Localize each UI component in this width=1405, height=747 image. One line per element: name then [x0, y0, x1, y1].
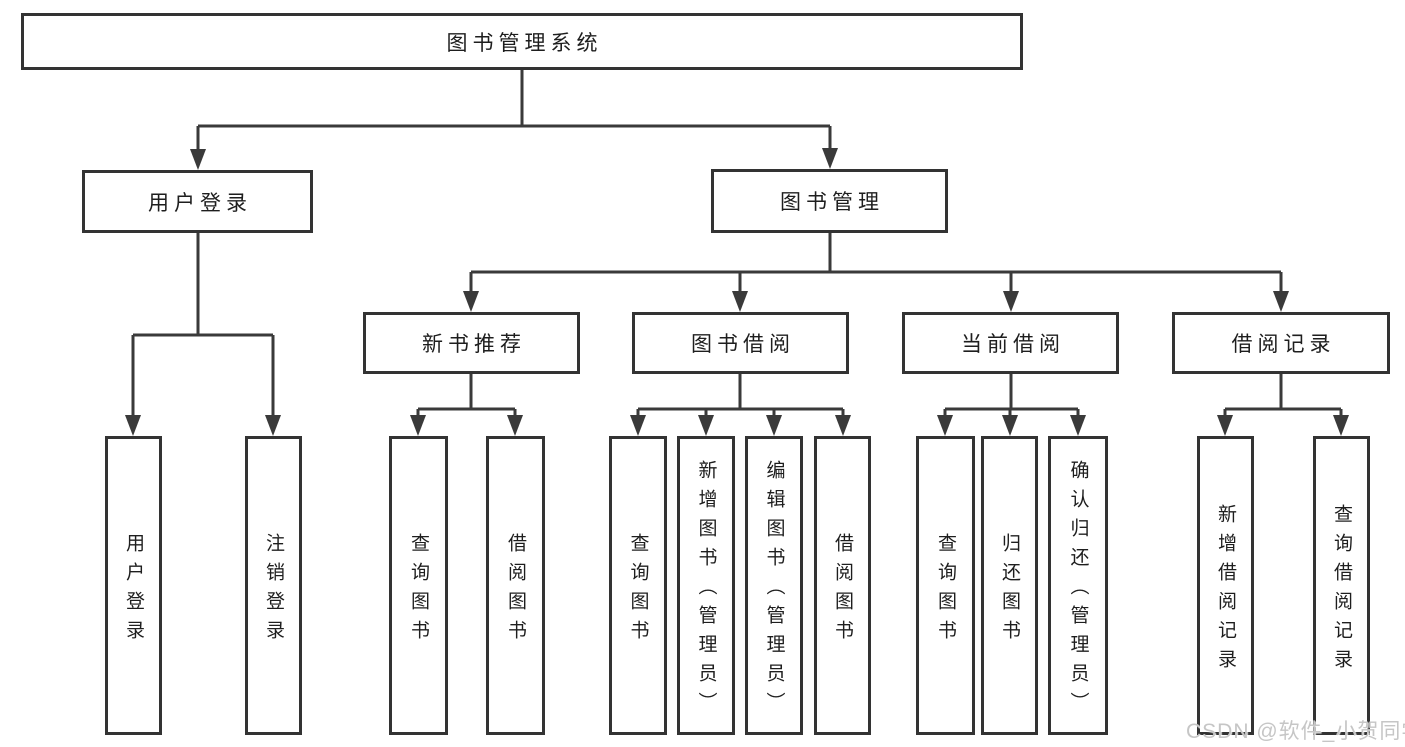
connector-user-login — [131, 233, 275, 422]
leaf-cb-query-book: 查询图书 — [916, 436, 975, 735]
arrow-icon — [190, 149, 206, 170]
connector-borrow-record — [1223, 374, 1343, 423]
arrow-icon — [1002, 415, 1018, 436]
arrow-icon — [1003, 291, 1019, 312]
leaf-bb-borrow-book: 借阅图书 — [814, 436, 871, 735]
connector-book-borrow — [636, 374, 845, 423]
arrow-icon — [766, 415, 782, 436]
node-book-management: 图书管理 — [711, 169, 948, 233]
arrow-icon — [125, 415, 141, 436]
arrowheads — [125, 148, 1349, 436]
arrow-icon — [1333, 415, 1349, 436]
leaf-user-login: 用户登录 — [105, 436, 162, 735]
arrow-icon — [507, 415, 523, 436]
node-book-borrow: 图书借阅 — [632, 312, 849, 374]
csdn-watermark: CSDN @软件_小贺同学 — [1186, 720, 1405, 743]
node-root-system: 图书管理系统 — [21, 13, 1023, 70]
arrow-icon — [835, 415, 851, 436]
connector-new-rec — [416, 374, 517, 423]
leaf-bb-edit-book-admin: 编辑图书（管理员） — [745, 436, 803, 735]
arrow-icon — [732, 291, 748, 312]
leaf-cb-return-book: 归还图书 — [981, 436, 1038, 735]
leaf-br-add-record: 新增借阅记录 — [1197, 436, 1254, 735]
arrow-icon — [410, 415, 426, 436]
arrow-icon — [1070, 415, 1086, 436]
arrow-icon — [630, 415, 646, 436]
arrow-icon — [822, 148, 838, 169]
leaf-rec-borrow-book: 借阅图书 — [486, 436, 545, 735]
leaf-bb-query-book: 查询图书 — [609, 436, 667, 735]
leaf-cb-confirm-return-admin: 确认归还（管理员） — [1048, 436, 1108, 735]
arrow-icon — [463, 291, 479, 312]
node-user-login: 用户登录 — [82, 170, 313, 233]
arrow-icon — [698, 415, 714, 436]
arrow-icon — [1217, 415, 1233, 436]
node-borrow-record: 借阅记录 — [1172, 312, 1390, 374]
node-current-borrow: 当前借阅 — [902, 312, 1119, 374]
connector-root — [196, 70, 832, 156]
arrow-icon — [937, 415, 953, 436]
arrow-icon — [1273, 291, 1289, 312]
leaf-rec-query-book: 查询图书 — [389, 436, 448, 735]
leaf-logout: 注销登录 — [245, 436, 302, 735]
node-new-book-recommend: 新书推荐 — [363, 312, 580, 374]
leaf-bb-add-book-admin: 新增图书（管理员） — [677, 436, 735, 735]
leaf-br-query-record: 查询借阅记录 — [1313, 436, 1370, 735]
connector-book-mgmt — [469, 233, 1283, 299]
arrow-icon — [265, 415, 281, 436]
